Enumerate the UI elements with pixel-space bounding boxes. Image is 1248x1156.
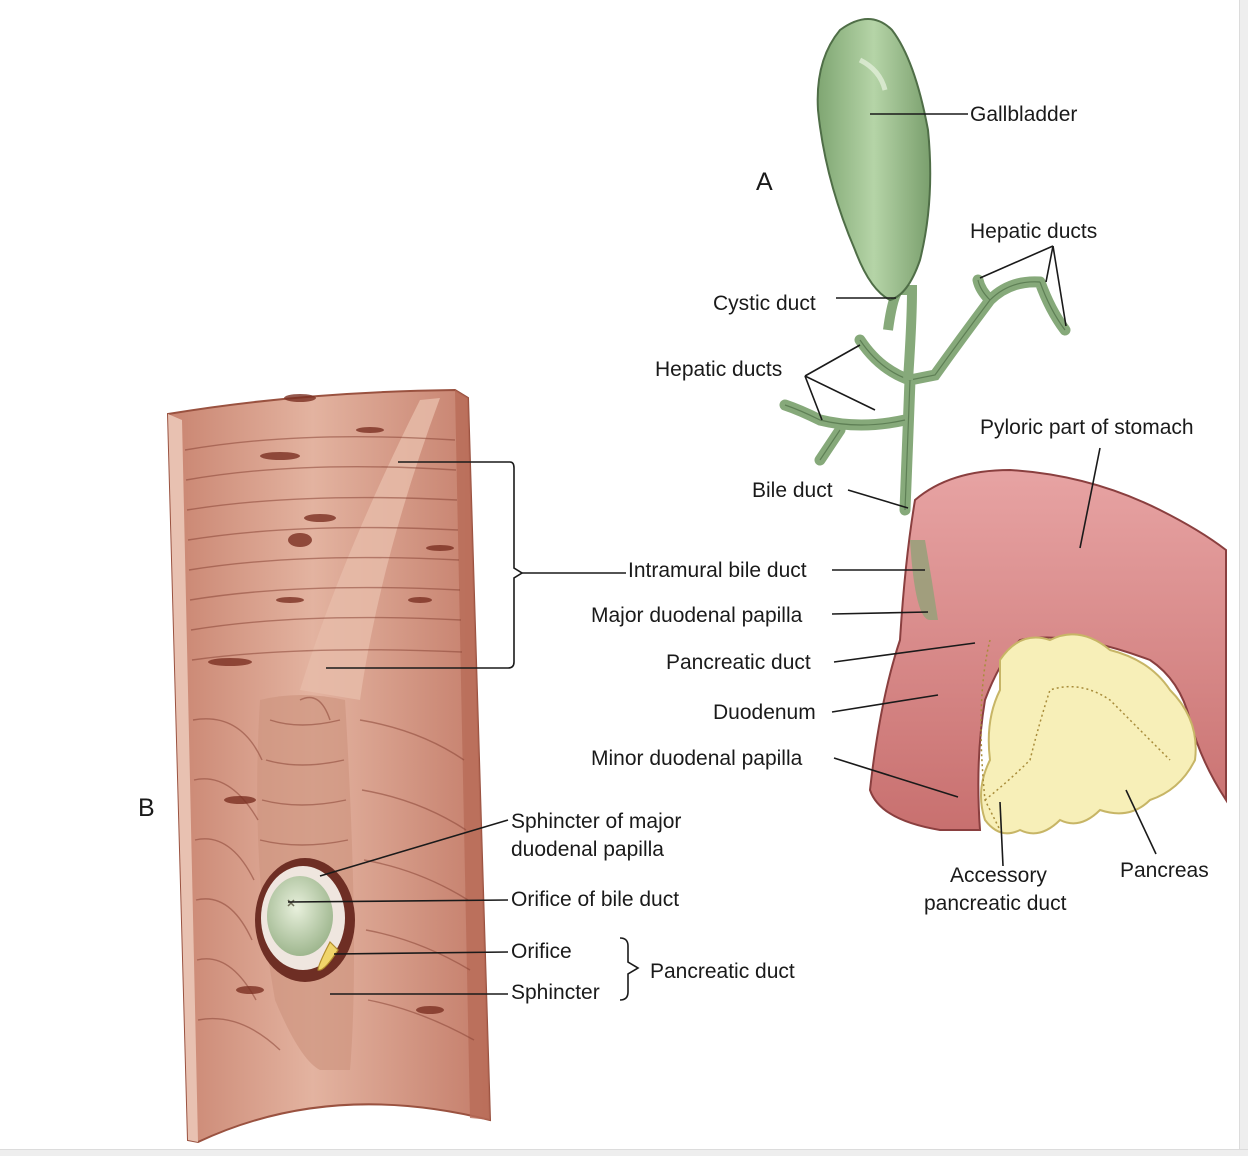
panel-label-a: A: [756, 168, 773, 196]
label-sphincter-major-line1: Sphincter of major: [511, 810, 681, 833]
pancreas-shape: [980, 633, 1197, 835]
label-orifice: Orifice: [511, 940, 572, 963]
mucosal-folds: [184, 435, 475, 1051]
page-edge: [1239, 0, 1248, 1156]
label-intramural-bile-duct: Intramural bile duct: [628, 559, 807, 582]
label-sphincter: Sphincter: [511, 981, 600, 1004]
label-pancreatic-duct: Pancreatic duct: [666, 651, 811, 674]
label-major-duodenal-papilla: Major duodenal papilla: [591, 604, 803, 627]
label-sphincter-major-line2: duodenal papilla: [511, 838, 664, 861]
label-pyloric-part: Pyloric part of stomach: [980, 416, 1194, 439]
major-duodenal-papilla-detail: [255, 858, 355, 982]
duodenal-wall-illustration: [166, 388, 492, 1144]
label-duodenum: Duodenum: [713, 701, 816, 724]
biliary-illustration: [779, 18, 1227, 835]
label-hepatic-ducts-left: Hepatic ducts: [655, 358, 782, 381]
label-pancreatic-duct-b: Pancreatic duct: [650, 960, 795, 983]
label-gallbladder: Gallbladder: [970, 103, 1077, 126]
label-bile-duct: Bile duct: [752, 479, 833, 502]
label-pancreas: Pancreas: [1120, 859, 1209, 882]
label-minor-duodenal-papilla: Minor duodenal papilla: [591, 747, 803, 770]
page-bottom-edge: [0, 1149, 1248, 1156]
panel-label-b: B: [138, 794, 155, 822]
mucosal-creases: [208, 394, 454, 1014]
gallbladder-shape: [816, 18, 932, 302]
label-accessory: Accessory: [950, 864, 1047, 887]
leader-lines: [287, 113, 1157, 1001]
label-hepatic-ducts-right: Hepatic ducts: [970, 220, 1097, 243]
label-orifice-of-bile-duct: Orifice of bile duct: [511, 888, 679, 911]
label-cystic-duct: Cystic duct: [713, 292, 816, 315]
label-accessory-pancreatic-duct: pancreatic duct: [924, 892, 1067, 915]
